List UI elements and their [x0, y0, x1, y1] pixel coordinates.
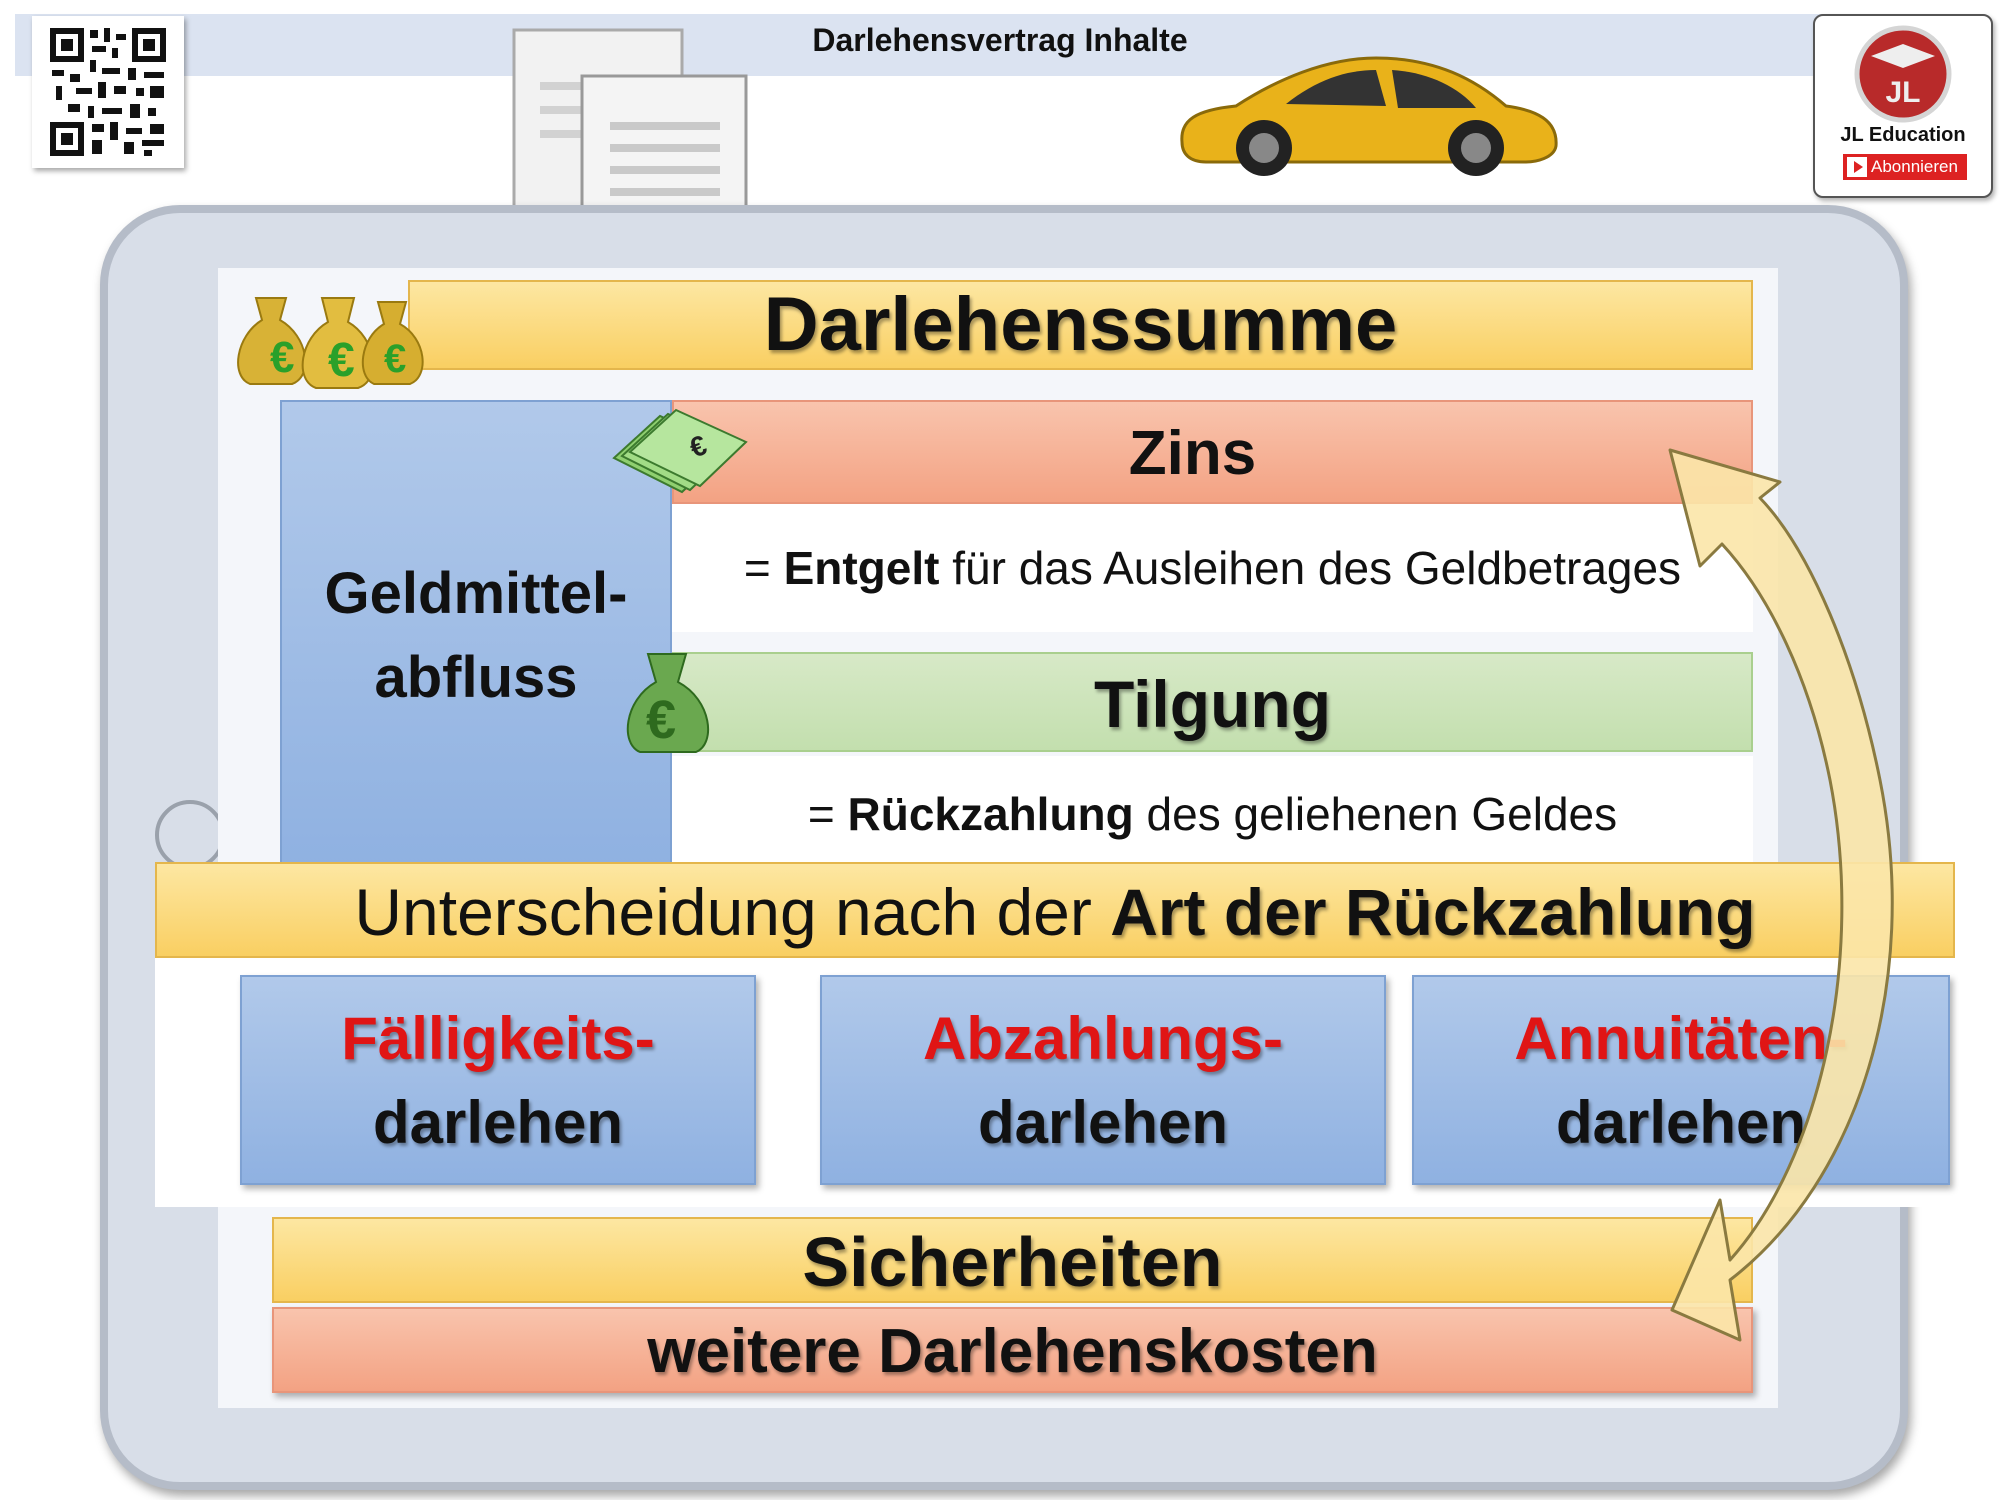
- repayment-desc-rest: des geliehenen Geldes: [1133, 788, 1618, 840]
- home-button: [155, 800, 225, 870]
- curved-arrow-icon: [1668, 448, 1894, 1342]
- interest-description: = Entgelt für das Ausleihen des Geldbetr…: [672, 504, 1753, 632]
- header-bar: [15, 14, 1975, 76]
- car-icon: [1180, 56, 1558, 176]
- loan-type-line2: darlehen: [372, 1089, 624, 1156]
- loan-type-card: Abzahlungs- darlehen: [820, 975, 1386, 1185]
- page-title: Darlehensvertrag Inhalte: [812, 22, 1188, 58]
- further-costs-bar: weitere Darlehenskosten: [272, 1307, 1753, 1393]
- banknotes-icon: €: [612, 408, 748, 494]
- outflow-line1: Geldmittel-: [324, 561, 628, 626]
- repayment-description: = Rückzahlung des geliehenen Geldes: [672, 756, 1753, 868]
- money-bags-icon: € € €: [237, 297, 424, 389]
- distinction-bold: Art der Rückzahlung: [1110, 875, 1756, 949]
- logo-name: JL Education: [1840, 124, 1966, 146]
- repayment-desc-prefix: =: [807, 788, 848, 840]
- interest-desc-bold: Entgelt: [783, 542, 940, 594]
- outflow-box: Geldmittel- abfluss: [280, 400, 672, 870]
- distinction-bar: Unterscheidung nach der Art der Rückzahl…: [155, 862, 1955, 958]
- qr-code-icon: [50, 28, 166, 156]
- repayment-desc-bold: Rückzahlung: [847, 788, 1134, 840]
- interest-desc-rest: für das Ausleihen des Geldbetrages: [939, 542, 1682, 594]
- subscribe-label: Abonnieren: [1871, 157, 1958, 176]
- money-bag-euro-2: €: [328, 334, 355, 387]
- loan-type-line1: Fälligkeits-: [341, 1005, 655, 1072]
- loan-type-line2: darlehen: [977, 1089, 1229, 1156]
- logo-initials: JL: [1885, 76, 1920, 109]
- outflow-line2: abfluss: [374, 645, 578, 710]
- loan-type-line1: Annuitäten-: [1514, 1005, 1848, 1072]
- securities-bar: Sicherheiten: [272, 1217, 1753, 1303]
- money-bag-euro-3: €: [384, 337, 406, 381]
- interest-desc-prefix: =: [743, 542, 784, 594]
- interest-bar: Zins: [672, 400, 1753, 504]
- green-bag-euro: €: [646, 690, 676, 750]
- loan-type-card: Fälligkeits- darlehen: [240, 975, 756, 1185]
- play-icon: [1847, 157, 1867, 177]
- money-bag-euro-1: €: [270, 333, 294, 382]
- repayment-bar: Tilgung: [672, 652, 1753, 752]
- subscribe-button[interactable]: Abonnieren: [1843, 154, 1967, 180]
- loan-type-line1: Abzahlungs-: [923, 1005, 1283, 1072]
- distinction-prefix: Unterscheidung nach der: [354, 875, 1111, 949]
- loan-type-line2: darlehen: [1555, 1089, 1807, 1156]
- loan-amount-bar: Darlehenssumme: [408, 280, 1753, 370]
- graduation-cap-icon: JL: [1854, 25, 1952, 123]
- qr-code[interactable]: [32, 16, 184, 168]
- channel-logo[interactable]: JL JL Education Abonnieren: [1813, 14, 1993, 198]
- green-money-bag-icon: €: [626, 653, 710, 753]
